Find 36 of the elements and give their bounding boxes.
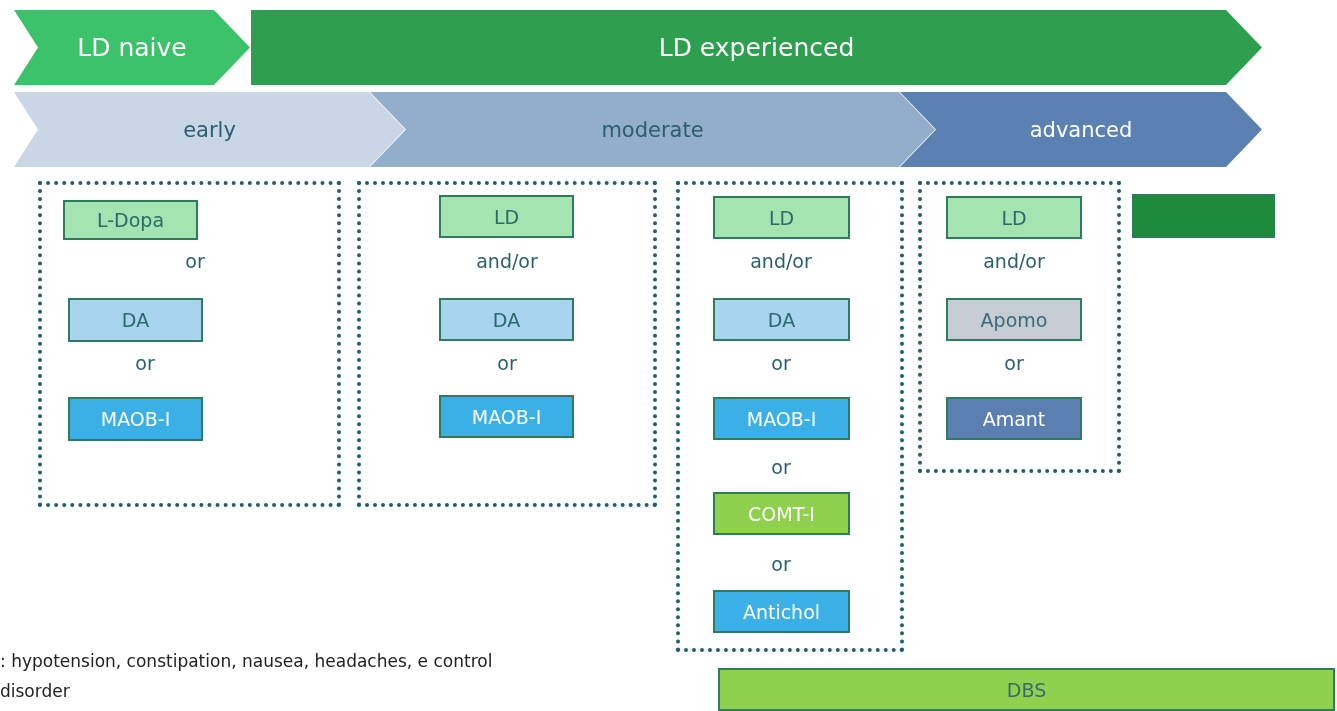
connector-word: or <box>771 553 791 575</box>
connector-word: or <box>497 352 517 374</box>
chevron-banner: LD experienced <box>251 10 1262 85</box>
drug-box: LD <box>713 196 850 239</box>
drug-box: Antichol <box>713 590 850 633</box>
chevron-banner: early <box>14 92 405 167</box>
drug-box: Apomo <box>946 298 1082 341</box>
drug-box: DA <box>713 298 850 341</box>
connector-word: or <box>185 250 205 272</box>
connector-word: or <box>135 352 155 374</box>
connector-word: and/or <box>476 250 538 272</box>
drug-box: MAOB-I <box>439 395 574 438</box>
chevron-banner: LD naive <box>14 10 250 85</box>
dotted-group-frame <box>676 181 904 652</box>
chevron-banner: advanced <box>900 92 1262 167</box>
side-effects-note: : hypotension, constipation, nausea, headaches, e control disorder <box>0 650 494 703</box>
connector-word: or <box>771 456 791 478</box>
drug-box: DA <box>68 298 203 342</box>
drug-box: LD <box>439 195 574 238</box>
connector-word: or <box>771 352 791 374</box>
dotted-group-frame <box>38 181 341 507</box>
drug-box: MAOB-I <box>68 397 203 441</box>
drug-box: LD <box>946 196 1082 239</box>
drug-box: L-Dopa <box>63 200 198 240</box>
dotted-group-frame <box>918 181 1121 473</box>
connector-word: and/or <box>983 250 1045 272</box>
drug-box: DBS <box>718 668 1335 711</box>
connector-word: and/or <box>750 250 812 272</box>
drug-box: DA <box>439 298 574 341</box>
drug-box: Amant <box>946 397 1082 440</box>
plain-box <box>1132 194 1275 238</box>
dotted-group-frame <box>357 181 657 507</box>
chevron-banner: moderate <box>370 92 935 167</box>
drug-box: MAOB-I <box>713 397 850 440</box>
connector-word: or <box>1004 352 1024 374</box>
drug-box: COMT-I <box>713 492 850 535</box>
